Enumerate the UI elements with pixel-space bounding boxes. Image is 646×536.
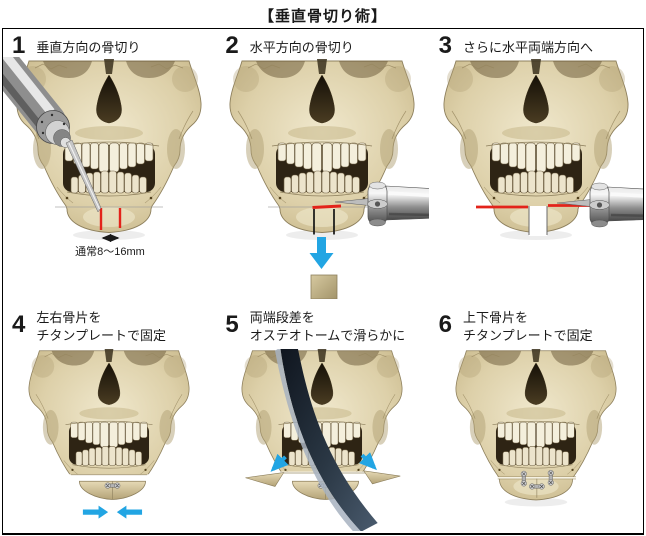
segment-cut-lines bbox=[313, 209, 336, 235]
figure-title: 【垂直骨切り術】 bbox=[258, 8, 387, 25]
step-panel-1: 1 垂直方向の骨切り bbox=[3, 29, 216, 301]
step6-number: 6 bbox=[438, 311, 453, 338]
step-panel-2: 2 水平方向の骨切り bbox=[216, 29, 430, 301]
horizontal-cut-line bbox=[312, 204, 342, 209]
step4-label: 左右骨片を チタンプレートで固定 bbox=[36, 310, 166, 343]
measurement-label: 通常8〜16mm bbox=[75, 245, 145, 258]
step4-illustration bbox=[28, 349, 190, 531]
down-right-arrow-icon bbox=[359, 452, 378, 471]
step6-label: 上下骨片を チタンプレートで固定 bbox=[463, 310, 593, 343]
step-panel-6: 6 上下骨片を チタンプレートで固定 bbox=[430, 301, 643, 533]
step5-label: 両端段差を オステオトームで滑らかに bbox=[249, 310, 406, 343]
step2-number: 2 bbox=[225, 32, 239, 59]
surgical-drill-icon bbox=[3, 57, 102, 213]
titanium-plate-icon bbox=[104, 482, 121, 489]
step2-label: 水平方向の骨切り bbox=[249, 40, 354, 55]
osteotome-icon bbox=[275, 349, 379, 531]
titanium-plate-icon-center bbox=[528, 483, 545, 490]
vertical-cut-lines bbox=[99, 208, 122, 230]
step1-illustration: 通常8〜16mm bbox=[3, 57, 202, 258]
down-arrow-icon bbox=[309, 237, 334, 269]
skull-front-view bbox=[455, 349, 617, 507]
down-left-arrow-icon bbox=[270, 453, 289, 472]
titanium-plate-icon-left bbox=[520, 470, 527, 487]
skull-front-view bbox=[16, 58, 202, 241]
step1-number: 1 bbox=[12, 32, 26, 59]
inward-arrows-icon bbox=[82, 505, 143, 519]
step6-illustration bbox=[455, 349, 617, 507]
step1-header: 1 垂直方向の骨切り bbox=[3, 29, 216, 59]
step4-number: 4 bbox=[12, 311, 26, 338]
step3-label: さらに水平両端方向へ bbox=[463, 40, 594, 55]
figure-frame: 1 垂直方向の骨切り bbox=[2, 28, 644, 535]
step3-number: 3 bbox=[438, 32, 453, 59]
bone-sliver-right bbox=[363, 470, 401, 485]
step3-header: 3 さらに水平両端方向へ bbox=[430, 29, 643, 59]
step5-header: 5 両端段差を オステオトームで滑らかに bbox=[216, 301, 429, 349]
bone-sliver-left bbox=[245, 472, 285, 487]
removed-segment-gap bbox=[528, 206, 547, 236]
step-panel-3: 3 さらに水平両端方向へ bbox=[430, 29, 643, 301]
step5-number: 5 bbox=[225, 311, 239, 338]
step6-header: 6 上下骨片を チタンプレートで固定 bbox=[430, 301, 643, 349]
removed-bone-segment bbox=[310, 274, 338, 299]
titanium-plate-icon-right bbox=[547, 469, 554, 486]
step1-label: 垂直方向の骨切り bbox=[36, 40, 141, 55]
segment-gap-edges bbox=[528, 206, 548, 235]
step2-illustration bbox=[229, 58, 430, 299]
step2-header: 2 水平方向の骨切り bbox=[216, 29, 429, 59]
step4-header: 4 左右骨片を チタンプレートで固定 bbox=[3, 301, 216, 349]
step-panel-4: 4 左右骨片を チタンプレートで固定 bbox=[3, 301, 216, 533]
step3-illustration bbox=[443, 58, 643, 241]
step-panel-5: 5 両端段差を オステオトームで滑らかに bbox=[216, 301, 429, 533]
step5-illustration bbox=[241, 349, 403, 531]
